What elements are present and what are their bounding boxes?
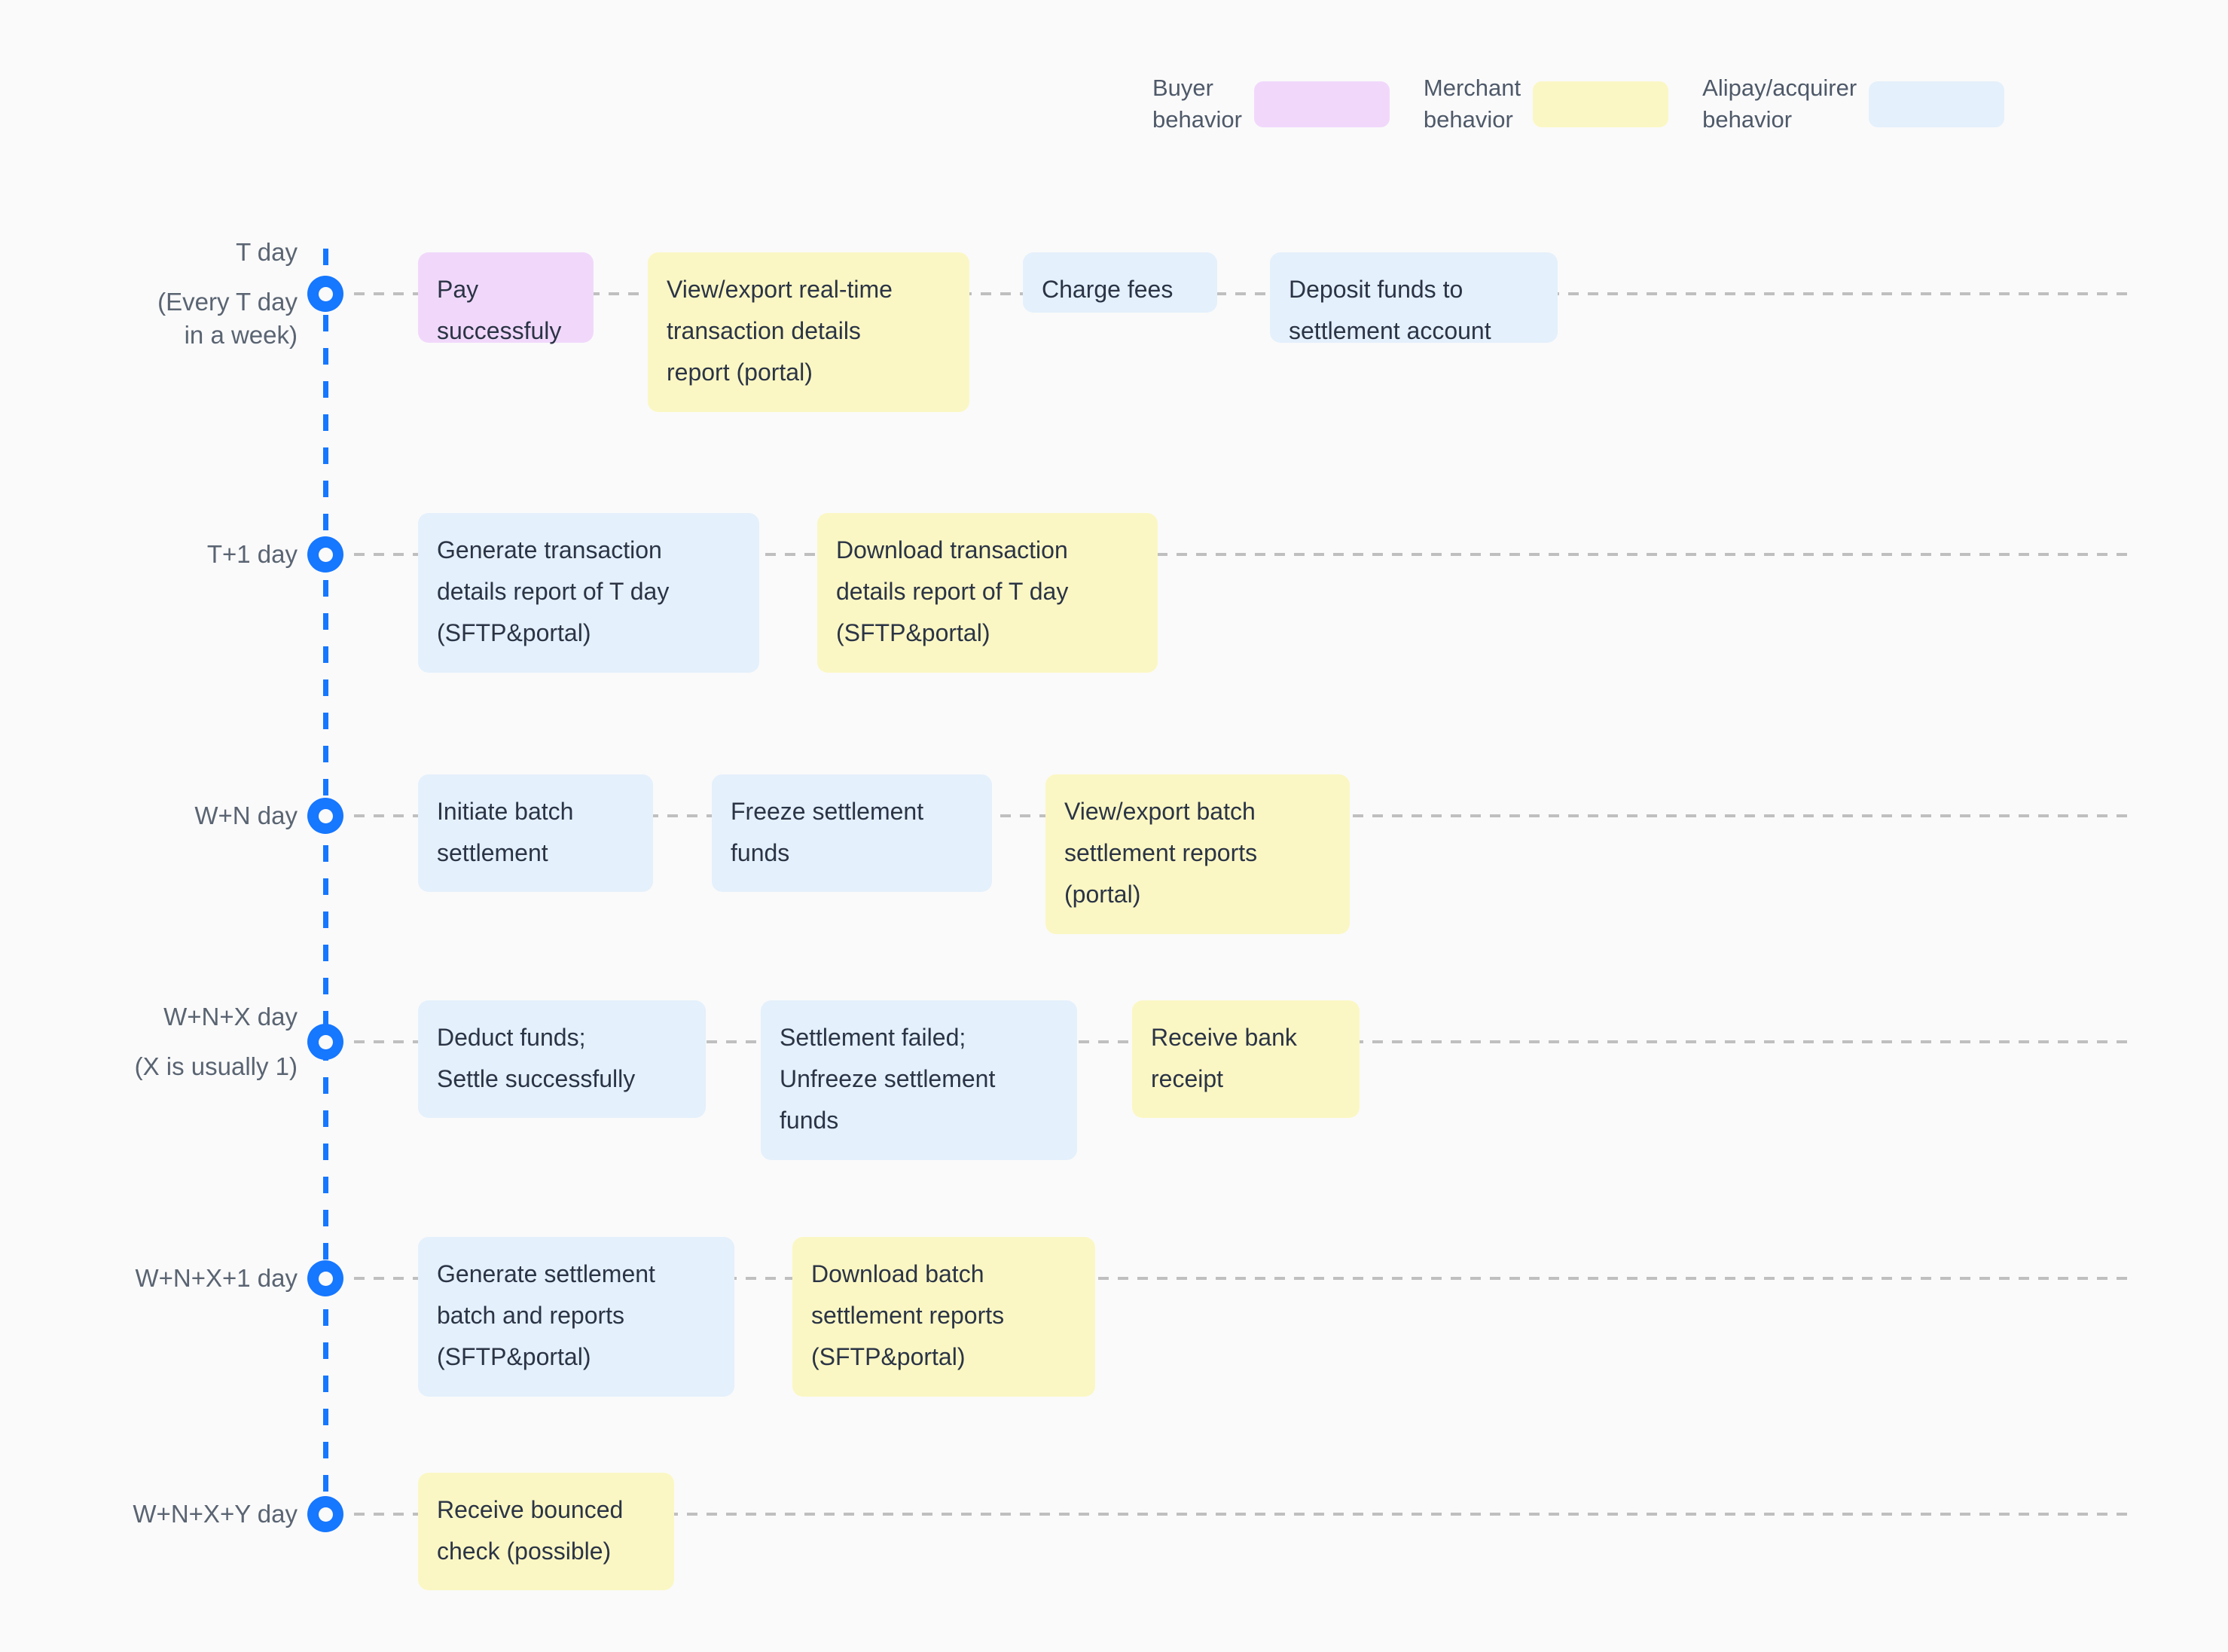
timeline-guide-w-plus-n-plus-x-plus-1-day (354, 1277, 2128, 1280)
event-text-w-plus-n-plus-x-day-2: Receive bank receipt (1151, 1024, 1297, 1092)
event-box-t-day-3[interactable]: Deposit funds to settlement account (1270, 252, 1558, 344)
event-text-t-day-0: Pay successfuly (437, 276, 562, 344)
row-label-main-t-plus-1-day: T+1 day (206, 540, 298, 568)
event-text-w-plus-n-plus-x-day-0: Deduct funds; Settle successfully (437, 1024, 636, 1092)
event-text-w-plus-n-day-2: View/export batch settlement reports (po… (1064, 798, 1258, 908)
row-label-main-w-plus-n-day: W+N day (194, 802, 298, 829)
event-text-t-day-1: View/export real-time transaction detail… (667, 276, 893, 386)
event-text-w-plus-n-day-1: Freeze settlement funds (731, 798, 924, 866)
row-label-w-plus-n-day: W+N day (194, 799, 298, 832)
event-box-w-plus-n-plus-x-day-1[interactable]: Settlement failed; Unfreeze settlement f… (761, 1000, 1077, 1160)
legend-item-acquirer: Alipay/acquirer behavior (1702, 72, 2005, 136)
row-label-w-plus-n-plus-x-day: W+N+X day (X is usually 1) (135, 1000, 298, 1083)
event-box-w-plus-n-plus-x-day-0[interactable]: Deduct funds; Settle successfully (418, 1000, 706, 1118)
timeline-node-t-plus-1-day[interactable] (307, 536, 343, 573)
event-box-w-plus-n-day-2[interactable]: View/export batch settlement reports (po… (1045, 774, 1350, 934)
row-label-t-plus-1-day: T+1 day (207, 538, 298, 571)
timeline-guide-w-plus-n-plus-x-plus-y-day (354, 1513, 2128, 1516)
event-box-w-plus-n-day-1[interactable]: Freeze settlement funds (712, 774, 992, 892)
row-label-t-day: T day (Every T day in a week) (157, 236, 298, 352)
legend-swatch-acquirer (1869, 81, 2005, 127)
timeline-node-w-plus-n-plus-x-plus-1-day[interactable] (307, 1260, 343, 1296)
legend-label-buyer: Buyer behavior (1152, 75, 1242, 133)
event-text-w-plus-n-plus-x-plus-1-day-0: Generate settlement batch and reports (S… (437, 1260, 655, 1370)
event-box-w-plus-n-plus-x-plus-1-day-1[interactable]: Download batch settlement reports (SFTP&… (792, 1237, 1095, 1397)
legend-item-merchant: Merchant behavior (1423, 72, 1669, 136)
legend-swatch-merchant (1533, 81, 1669, 127)
row-label-main-w-plus-n-plus-x-plus-y-day: W+N+X+Y day (133, 1500, 298, 1528)
event-box-w-plus-n-plus-x-day-2[interactable]: Receive bank receipt (1132, 1000, 1360, 1118)
event-text-t-plus-1-day-1: Download transaction details report of T… (836, 536, 1069, 646)
legend: Buyer behavior Merchant behavior Alipay/… (1152, 72, 2038, 136)
event-box-t-plus-1-day-0[interactable]: Generate transaction details report of T… (418, 513, 759, 673)
event-box-t-day-2[interactable]: Charge fees (1023, 252, 1217, 313)
timeline-spine (323, 249, 328, 1529)
event-box-t-day-1[interactable]: View/export real-time transaction detail… (648, 252, 969, 412)
timeline-node-t-day[interactable] (307, 276, 343, 312)
event-box-w-plus-n-plus-x-plus-1-day-0[interactable]: Generate settlement batch and reports (S… (418, 1237, 734, 1397)
timeline-node-w-plus-n-plus-x-day[interactable] (307, 1024, 343, 1060)
event-text-w-plus-n-day-0: Initiate batch settlement (437, 798, 574, 866)
event-box-w-plus-n-day-0[interactable]: Initiate batch settlement (418, 774, 653, 892)
event-text-t-plus-1-day-0: Generate transaction details report of T… (437, 536, 670, 646)
event-box-w-plus-n-plus-x-plus-y-day-0[interactable]: Receive bounced check (possible) (418, 1473, 674, 1590)
legend-item-buyer: Buyer behavior (1152, 72, 1390, 136)
row-sublabel-w-plus-n-plus-x-day: (X is usually 1) (134, 1052, 298, 1080)
timeline-guide-t-day (354, 292, 2128, 295)
row-label-main-w-plus-n-plus-x-plus-1-day: W+N+X+1 day (135, 1264, 298, 1292)
timeline-guide-t-plus-1-day (354, 553, 2128, 556)
event-text-t-day-3: Deposit funds to settlement account (1289, 276, 1491, 344)
event-box-t-day-0[interactable]: Pay successfuly (418, 252, 594, 344)
event-text-t-day-2: Charge fees (1042, 276, 1174, 303)
legend-swatch-buyer (1253, 81, 1390, 127)
row-label-w-plus-n-plus-x-plus-y-day: W+N+X+Y day (133, 1498, 298, 1531)
event-text-w-plus-n-plus-x-plus-1-day-1: Download batch settlement reports (SFTP&… (811, 1260, 1005, 1370)
row-label-main-t-day: T day (236, 238, 298, 266)
legend-label-merchant: Merchant behavior (1423, 75, 1521, 133)
row-label-main-w-plus-n-plus-x-day: W+N+X day (163, 1003, 298, 1031)
event-box-t-plus-1-day-1[interactable]: Download transaction details report of T… (817, 513, 1158, 673)
timeline-node-w-plus-n-plus-x-plus-y-day[interactable] (307, 1496, 343, 1532)
legend-label-acquirer: Alipay/acquirer behavior (1702, 75, 1857, 133)
timeline-node-w-plus-n-day[interactable] (307, 798, 343, 834)
event-text-w-plus-n-plus-x-plus-y-day-0: Receive bounced check (possible) (437, 1496, 624, 1565)
row-sublabel-t-day: (Every T day in a week) (157, 288, 298, 349)
row-label-w-plus-n-plus-x-plus-1-day: W+N+X+1 day (135, 1262, 298, 1295)
event-text-w-plus-n-plus-x-day-1: Settlement failed; Unfreeze settlement f… (780, 1024, 996, 1134)
